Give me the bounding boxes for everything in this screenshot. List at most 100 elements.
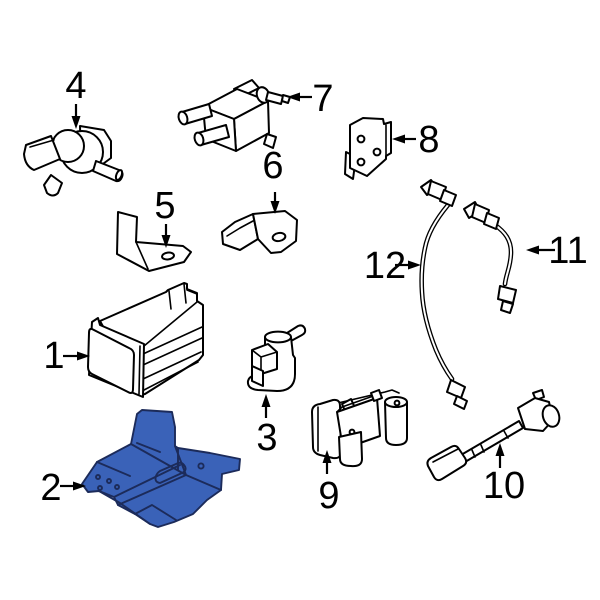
part-7-solenoid-valve[interactable] xyxy=(177,79,291,152)
part-12-tip xyxy=(453,395,468,410)
callout-3[interactable]: 3 xyxy=(256,394,278,459)
part-6-left-face xyxy=(221,213,259,251)
callout-11[interactable]: 11 xyxy=(526,230,588,272)
callout-6-label[interactable]: 6 xyxy=(262,145,283,187)
part-1-tab-lines xyxy=(168,283,198,310)
part-5-hole xyxy=(161,251,175,261)
part-12-tip-collar xyxy=(446,379,466,399)
part-2-outline xyxy=(81,409,241,528)
callout-10-arrow-head xyxy=(495,443,505,456)
part-7-cylinder-lower-cap xyxy=(193,131,205,147)
callout-11-arrow-head xyxy=(526,245,539,255)
callout-9-label[interactable]: 9 xyxy=(318,475,339,517)
callout-4[interactable]: 4 xyxy=(65,65,87,129)
callout-1-arrow-head xyxy=(77,351,90,361)
part-10-connector-line xyxy=(432,448,459,463)
part-9-top-rail xyxy=(337,389,400,404)
callout-7-arrow-head xyxy=(287,92,300,102)
part-2-hole-4 xyxy=(114,484,120,490)
part-3-top-cap xyxy=(264,330,292,344)
part-5-bend-line xyxy=(135,241,149,270)
part-4-port-cap xyxy=(114,169,124,181)
part-1-front-face xyxy=(87,327,135,394)
part-9-right-cylinder xyxy=(384,401,408,446)
part-10-sensor[interactable] xyxy=(426,389,562,482)
part-11-oxygen-sensor[interactable] xyxy=(463,201,517,314)
part-7-cylinder-upper-cap xyxy=(177,110,189,126)
part-11-tip-collar xyxy=(497,285,517,304)
part-6-right-face xyxy=(252,210,298,254)
callout-5-label[interactable]: 5 xyxy=(154,185,175,227)
part-10-head-cylinder xyxy=(541,404,561,428)
part-4-connector-line xyxy=(29,139,55,148)
part-12-cable-core xyxy=(420,204,453,380)
part-1-ribs xyxy=(142,326,203,391)
part-2-hole-3 xyxy=(97,485,103,491)
part-10-connector xyxy=(426,444,468,482)
part-4-port-bottom xyxy=(43,174,63,197)
part-8-hole-3 xyxy=(356,157,366,167)
part-2-hole-1 xyxy=(95,474,101,480)
callout-8-arrow-head xyxy=(392,134,405,144)
part-11-cable xyxy=(492,222,514,287)
callout-2[interactable]: 2 xyxy=(40,467,86,509)
part-3-valve[interactable] xyxy=(246,324,307,392)
part-8-bracket[interactable] xyxy=(344,117,392,180)
part-6-bracket[interactable] xyxy=(221,210,298,254)
callout-5[interactable]: 5 xyxy=(154,185,176,248)
part-1-face-edge xyxy=(143,301,198,347)
callout-4-label[interactable]: 4 xyxy=(65,65,86,107)
callout-10[interactable]: 10 xyxy=(483,443,525,507)
callout-7[interactable]: 7 xyxy=(287,78,334,120)
part-2-bracket-highlighted[interactable] xyxy=(81,409,241,528)
callout-4-arrow-head xyxy=(71,116,81,129)
part-9-peg-top xyxy=(370,389,383,402)
part-9-left-slab xyxy=(311,398,342,460)
part-4-connector xyxy=(23,135,61,171)
part-7-nipple xyxy=(265,91,284,105)
part-1-canister[interactable] xyxy=(87,282,204,398)
callout-12[interactable]: 12 xyxy=(364,245,421,287)
callout-6-arrow-head xyxy=(270,201,280,214)
part-8-plate xyxy=(349,117,392,177)
part-2-hole-wall xyxy=(197,462,205,470)
part-10-shaft-collars xyxy=(471,430,509,458)
part-11-cable-core xyxy=(494,224,513,285)
part-9-bottom-cylinder xyxy=(338,431,363,468)
callout-7-label[interactable]: 7 xyxy=(312,78,333,120)
callout-8-label[interactable]: 8 xyxy=(418,119,439,161)
callout-8[interactable]: 8 xyxy=(392,119,440,161)
part-2-slot xyxy=(154,461,187,484)
part-9-hole-right xyxy=(393,399,401,407)
part-6-hole xyxy=(271,231,287,243)
callout-6[interactable]: 6 xyxy=(262,145,284,214)
callout-3-label[interactable]: 3 xyxy=(256,417,277,459)
part-8-hole-2 xyxy=(372,147,382,157)
part-9-mount[interactable] xyxy=(311,389,408,468)
part-11-tip xyxy=(500,300,514,314)
part-1-flange-line xyxy=(138,345,141,395)
part-2-fold-lines xyxy=(96,442,222,525)
callout-9-arrow-head xyxy=(322,450,332,463)
callout-2-arrow-head xyxy=(73,481,86,491)
callout-9[interactable]: 9 xyxy=(318,450,340,517)
part-5-bracket[interactable] xyxy=(116,211,192,272)
callout-3-arrow-head xyxy=(261,394,271,407)
part-7-tab xyxy=(263,133,277,149)
callout-1-label[interactable]: 1 xyxy=(43,335,64,377)
part-2-hole-2 xyxy=(106,478,112,484)
callout-12-arrow-head xyxy=(408,260,421,270)
callout-10-label[interactable]: 10 xyxy=(483,465,525,507)
part-3-step xyxy=(251,365,264,387)
part-12-oxygen-sensor[interactable] xyxy=(419,179,468,410)
part-7-nipple-tip xyxy=(281,94,291,104)
callout-5-arrow-head xyxy=(161,235,171,248)
callout-1[interactable]: 1 xyxy=(43,335,90,377)
part-4-purge-valve[interactable] xyxy=(23,125,124,197)
part-11-plug-body xyxy=(483,212,500,230)
callout-2-label[interactable]: 2 xyxy=(40,467,61,509)
part-8-hole-1 xyxy=(356,134,366,144)
part-9-center-top-edge xyxy=(336,393,380,413)
